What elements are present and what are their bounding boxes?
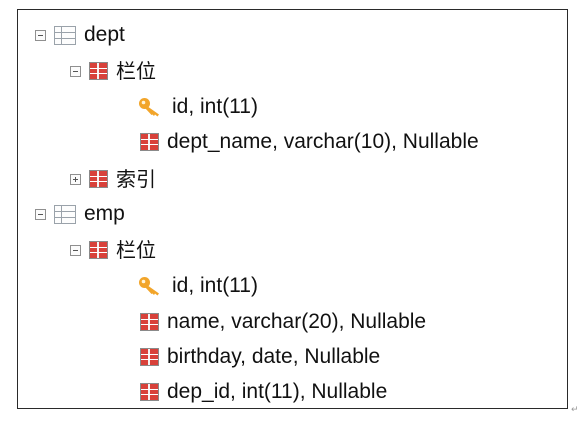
tree-node-dept[interactable]: dept (35, 20, 125, 50)
tree-node-label: 栏位 (116, 59, 156, 83)
tree-node-label: dept (84, 23, 125, 46)
table-icon (54, 25, 76, 45)
tree-node-label: 索引 (116, 167, 156, 191)
column-icon (140, 383, 159, 401)
expand-toggle-icon[interactable] (70, 173, 81, 185)
tree-node-emp-birthday[interactable]: birthday, date, Nullable (140, 342, 380, 372)
paragraph-mark: ↵ (571, 405, 579, 415)
tree-node-dept-indexes[interactable]: 索引 (70, 164, 156, 194)
tree-node-label: id, int(11) (172, 274, 258, 297)
tree-node-dept-name[interactable]: dept_name, varchar(10), Nullable (140, 127, 479, 157)
tree-node-emp-columns[interactable]: 栏位 (70, 235, 156, 265)
key-icon (139, 98, 159, 117)
tree-node-label: id, int(11) (172, 95, 258, 118)
column-icon (140, 348, 159, 366)
collapse-toggle-icon[interactable] (35, 29, 46, 41)
tree-node-label: emp (84, 202, 125, 225)
key-icon (139, 277, 159, 296)
column-group-icon (89, 62, 108, 80)
tree-node-label: birthday, date, Nullable (167, 345, 381, 368)
collapse-toggle-icon[interactable] (35, 208, 46, 220)
schema-tree-panel: dept 栏位 id, int(11) dept_name, varchar(1… (17, 9, 568, 409)
tree-node-emp[interactable]: emp (35, 199, 125, 229)
collapse-toggle-icon[interactable] (70, 65, 81, 77)
tree-node-dept-id[interactable]: id, int(11) (138, 92, 258, 122)
tree-node-emp-id[interactable]: id, int(11) (138, 271, 258, 301)
tree-node-emp-name[interactable]: name, varchar(20), Nullable (140, 307, 426, 337)
tree-node-label: name, varchar(20), Nullable (167, 310, 427, 333)
table-icon (54, 204, 76, 224)
tree-node-label: dept_name, varchar(10), Nullable (167, 130, 479, 153)
tree-node-label: dep_id, int(11), Nullable (167, 380, 388, 403)
column-group-icon (89, 170, 108, 188)
tree-node-dept-columns[interactable]: 栏位 (70, 56, 156, 86)
tree-node-emp-dep-id[interactable]: dep_id, int(11), Nullable (140, 377, 387, 407)
column-group-icon (89, 241, 108, 259)
collapse-toggle-icon[interactable] (70, 244, 81, 256)
column-icon (140, 313, 159, 331)
column-icon (140, 133, 159, 151)
tree-node-label: 栏位 (116, 238, 156, 262)
